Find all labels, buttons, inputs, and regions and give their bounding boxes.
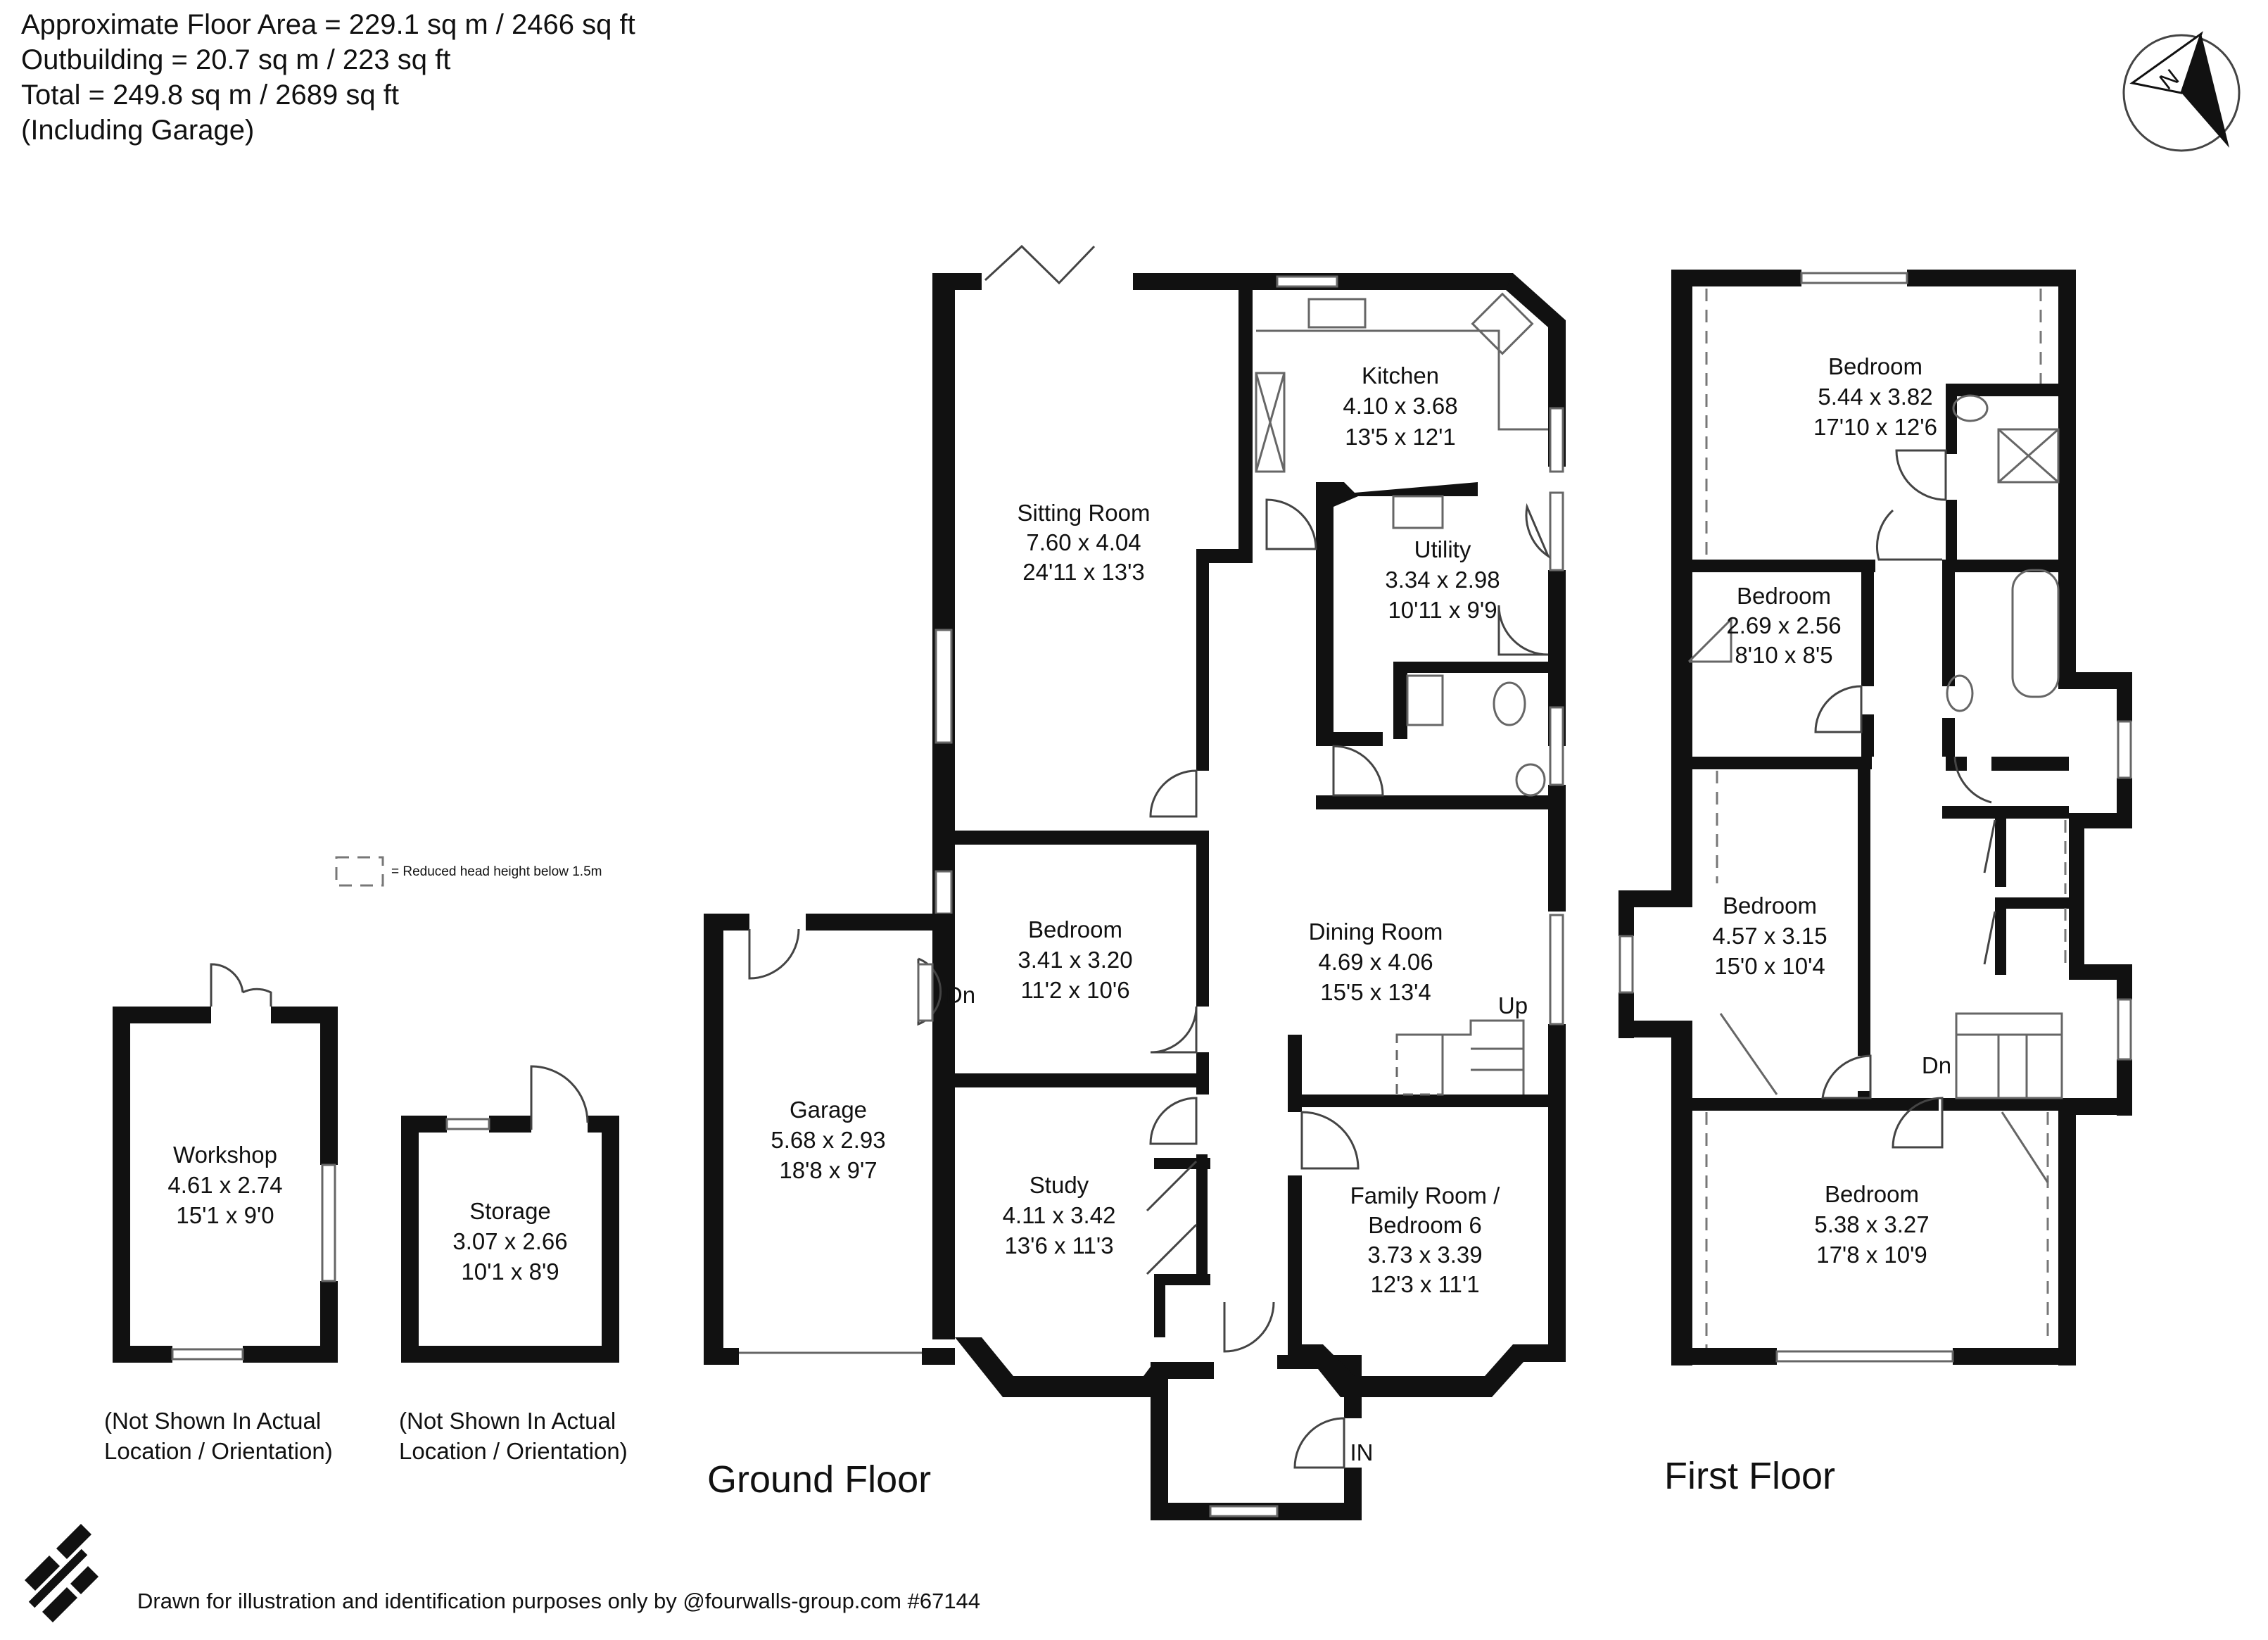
room-kitchen-metric: 4.10 x 3.68 — [1343, 393, 1457, 419]
head-height-legend: = Reduced head height below 1.5m — [335, 856, 602, 887]
stairs-dn-ground-label: Dn — [946, 982, 975, 1008]
room-bedroom-2-name: Bedroom — [1737, 583, 1831, 609]
room-bedroom-1: Bedroom 5.44 x 3.82 17'10 x 12'6 — [1813, 353, 1937, 440]
room-dining-imperial: 15'5 x 13'4 — [1320, 979, 1431, 1005]
room-bedroom-4-imperial: 17'8 x 10'9 — [1816, 1242, 1927, 1268]
area-line-floor: Approximate Floor Area = 229.1 sq m / 24… — [21, 9, 635, 40]
room-bedroom-ground-name: Bedroom — [1028, 916, 1122, 942]
room-bedroom-ground-imperial: 11'2 x 10'6 — [1020, 977, 1129, 1003]
room-sitting-imperial: 24'11 x 13'3 — [1022, 559, 1144, 585]
storage-imperial: 10'1 x 8'9 — [461, 1259, 559, 1285]
ground-floor-title: Ground Floor — [707, 1458, 931, 1501]
entrance-label: IN — [1350, 1439, 1374, 1465]
storage-name: Storage — [469, 1198, 551, 1224]
room-utility: Utility 3.34 x 2.98 10'11 x 9'9 — [1385, 536, 1500, 623]
room-garage: Garage 5.68 x 2.93 18'8 x 9'7 — [771, 1097, 885, 1183]
room-kitchen-name: Kitchen — [1362, 362, 1439, 389]
room-bedroom-4-name: Bedroom — [1825, 1181, 1919, 1207]
room-utility-name: Utility — [1414, 536, 1471, 562]
room-study: Study 4.11 x 3.42 13'6 x 11'3 — [1003, 1172, 1116, 1259]
room-sitting-metric: 7.60 x 4.04 — [1026, 529, 1141, 555]
storage-metric: 3.07 x 2.66 — [452, 1228, 567, 1254]
room-bedroom-4-metric: 5.38 x 3.27 — [1814, 1211, 1929, 1237]
room-study-name: Study — [1030, 1172, 1089, 1198]
stairs-dn-first-label: Dn — [1922, 1052, 1951, 1078]
room-dining-metric: 4.69 x 4.06 — [1318, 949, 1433, 975]
room-sitting: Sitting Room 7.60 x 4.04 24'11 x 13'3 — [1018, 500, 1151, 585]
room-kitchen-imperial: 13'5 x 12'1 — [1345, 424, 1456, 450]
room-bedroom-ground-metric: 3.41 x 3.20 — [1018, 947, 1132, 973]
area-line-total: Total = 249.8 sq m / 2689 sq ft — [21, 80, 399, 111]
workshop-plan: Workshop 4.61 x 2.74 15'1 x 9'0 (Not Sho… — [104, 963, 338, 1464]
room-bedroom-3-metric: 4.57 x 3.15 — [1712, 923, 1827, 949]
room-sitting-name: Sitting Room — [1018, 500, 1151, 526]
floor-area-summary: Approximate Floor Area = 229.1 sq m / 24… — [21, 7, 635, 148]
ground-floor-plan: Sitting Room 7.60 x 4.04 24'11 x 13'3 Ki… — [704, 244, 1566, 1520]
room-bedroom-3-imperial: 15'0 x 10'4 — [1714, 953, 1825, 979]
room-kitchen: Kitchen 4.10 x 3.68 13'5 x 12'1 — [1343, 362, 1457, 450]
room-study-imperial: 13'6 x 11'3 — [1004, 1232, 1113, 1259]
room-bedroom-2-imperial: 8'10 x 8'5 — [1735, 642, 1832, 668]
storage-note-line1: (Not Shown In Actual — [399, 1408, 616, 1434]
room-utility-metric: 3.34 x 2.98 — [1385, 567, 1500, 593]
room-family-name2: Bedroom 6 — [1368, 1212, 1481, 1238]
room-dining-name: Dining Room — [1309, 919, 1443, 945]
first-floor-title: First Floor — [1664, 1455, 1835, 1497]
room-bedroom-ground: Bedroom 3.41 x 3.20 11'2 x 10'6 — [1018, 916, 1132, 1003]
room-bedroom-1-name: Bedroom — [1828, 353, 1922, 379]
stairs-up-label: Up — [1498, 992, 1528, 1018]
room-bedroom-2-metric: 2.69 x 2.56 — [1726, 612, 1841, 638]
footer-credit: Drawn for illustration and identificatio… — [137, 1589, 980, 1613]
legend-text: = Reduced head height below 1.5m — [391, 864, 602, 879]
room-bedroom-2: Bedroom 2.69 x 2.56 8'10 x 8'5 — [1726, 583, 1841, 668]
area-line-outbuilding: Outbuilding = 20.7 sq m / 223 sq ft — [21, 44, 451, 75]
area-line-note: (Including Garage) — [21, 115, 255, 146]
workshop-note-line2: Location / Orientation) — [104, 1438, 333, 1464]
fourwalls-logo — [25, 1524, 99, 1622]
workshop-note-line1: (Not Shown In Actual — [104, 1408, 321, 1434]
room-garage-metric: 5.68 x 2.93 — [771, 1127, 885, 1153]
room-bedroom-4: Bedroom 5.38 x 3.27 17'8 x 10'9 — [1814, 1181, 1929, 1268]
storage-note-line2: Location / Orientation) — [399, 1438, 628, 1464]
room-bedroom-3-name: Bedroom — [1723, 892, 1817, 919]
workshop-imperial: 15'1 x 9'0 — [176, 1202, 274, 1228]
first-floor-plan: Bedroom 5.44 x 3.82 17'10 x 12'6 Bedroom… — [1618, 270, 2132, 1497]
room-garage-name: Garage — [790, 1097, 867, 1123]
north-arrow-icon: N — [2122, 31, 2241, 152]
room-garage-imperial: 18'8 x 9'7 — [779, 1157, 877, 1183]
room-bedroom-3: Bedroom 4.57 x 3.15 15'0 x 10'4 — [1712, 892, 1827, 979]
workshop-name: Workshop — [173, 1142, 277, 1168]
room-family: Family Room / Bedroom 6 3.73 x 3.39 12'3… — [1350, 1182, 1501, 1297]
room-family-imperial: 12'3 x 11'1 — [1370, 1271, 1479, 1297]
workshop-metric: 4.61 x 2.74 — [167, 1172, 282, 1198]
room-bedroom-1-metric: 5.44 x 3.82 — [1818, 384, 1932, 410]
room-family-metric: 3.73 x 3.39 — [1367, 1242, 1482, 1268]
storage-plan: Storage 3.07 x 2.66 10'1 x 8'9 (Not Show… — [399, 1065, 628, 1464]
room-family-name1: Family Room / — [1350, 1182, 1501, 1209]
room-bedroom-1-imperial: 17'10 x 12'6 — [1813, 414, 1937, 440]
room-utility-imperial: 10'11 x 9'9 — [1388, 597, 1497, 623]
room-study-metric: 4.11 x 3.42 — [1003, 1202, 1116, 1228]
room-dining: Dining Room 4.69 x 4.06 15'5 x 13'4 — [1309, 919, 1443, 1005]
